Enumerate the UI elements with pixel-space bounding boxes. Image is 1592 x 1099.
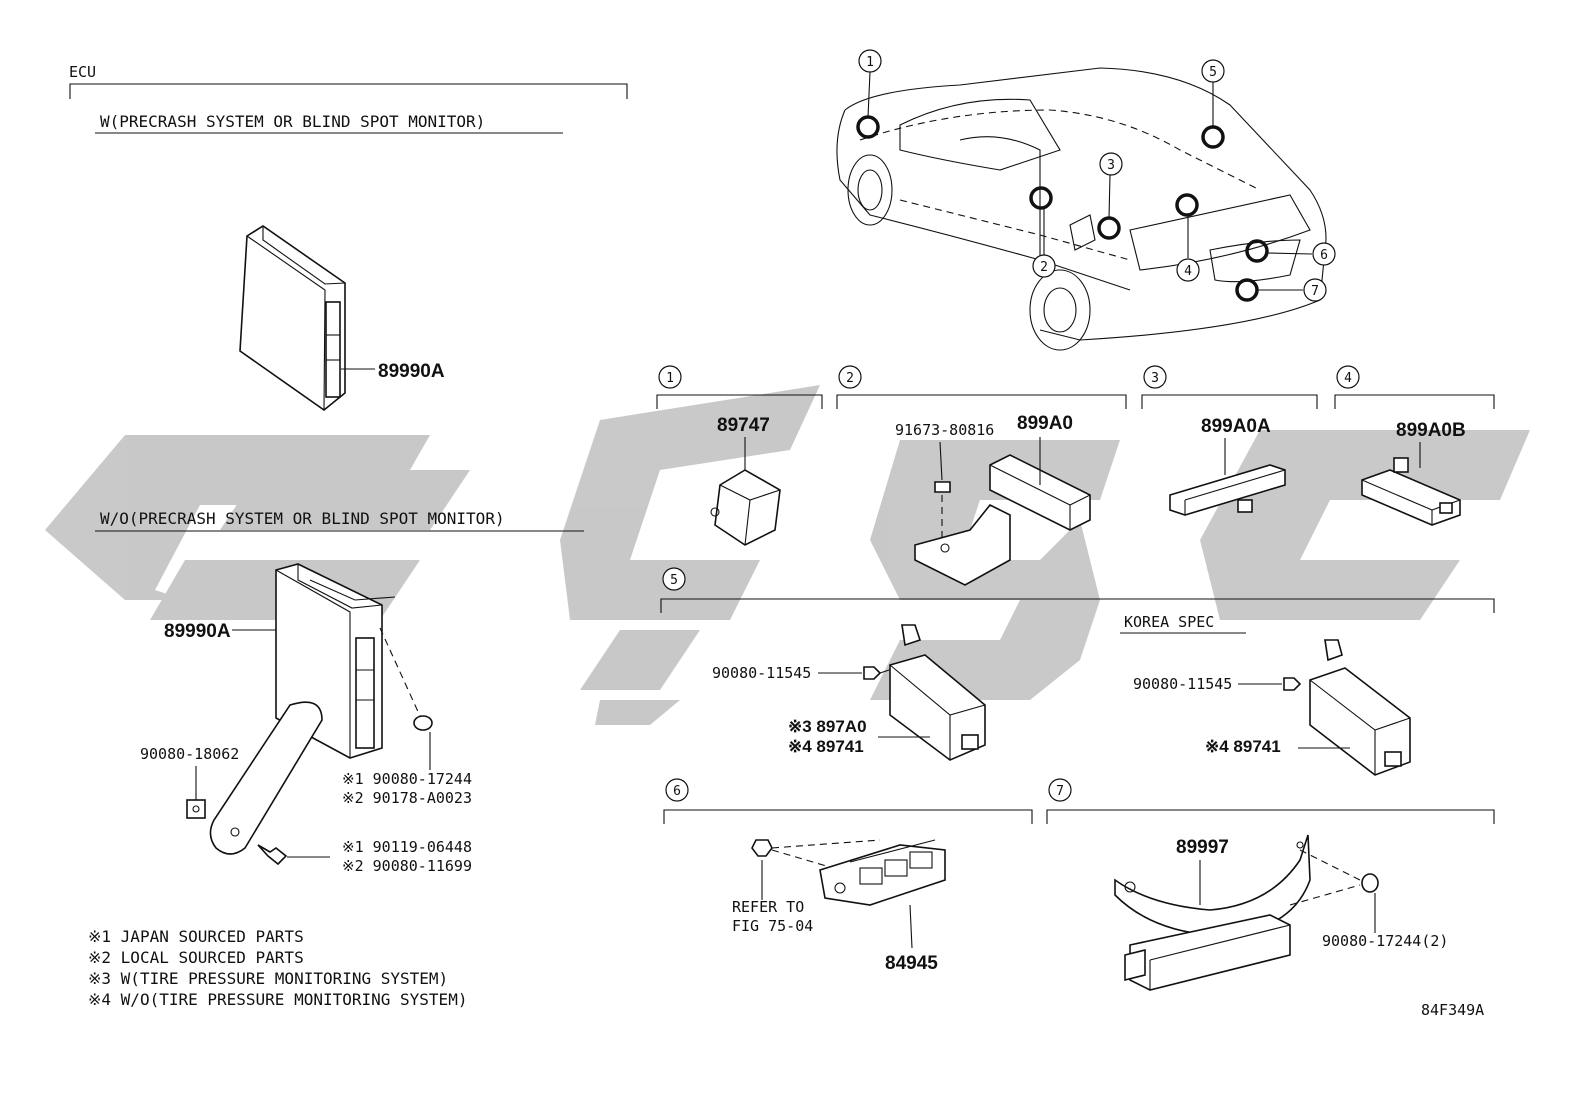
section-5-part-tpms: ※3 897A0	[788, 717, 867, 736]
section-2-bolt-number: 91673-80816	[895, 421, 994, 439]
svg-text:7: 7	[1311, 284, 1319, 299]
note-without-tpms: ※4 W/O(TIRE PRESSURE MONITORING SYSTEM)	[88, 990, 467, 1009]
section-7-nut-number: 90080-17244(2)	[1322, 932, 1448, 950]
korea-bolt-number: 90080-11545	[1133, 675, 1232, 693]
vehicle-overview: 1 2 3 4 5 6 7	[836, 49, 1336, 351]
note-local-sourced: ※2 LOCAL SOURCED PARTS	[88, 948, 304, 967]
with-variant-label: W(PRECRASH SYSTEM OR BLIND SPOT MONITOR)	[100, 112, 485, 131]
ecu-section: ECU W(PRECRASH SYSTEM OR BLIND SPOT MONI…	[69, 63, 628, 134]
car-callout-7: 7	[1303, 278, 1327, 302]
section-4-part-number: 899A0B	[1396, 420, 1466, 441]
section-4: 4 899A0B	[1334, 365, 1495, 526]
section-3-part-number: 899A0A	[1201, 416, 1271, 437]
bolt-japan-part-number: ※1 90119-06448	[342, 838, 472, 856]
section-3-number: 3	[1151, 371, 1159, 386]
refer-to-line: REFER TO	[732, 898, 804, 916]
car-callout-3: 3	[1099, 152, 1123, 176]
section-5-number: 5	[670, 573, 678, 588]
section-3: 3 899A0A	[1141, 365, 1318, 516]
car-callout-6: 6	[1312, 242, 1336, 266]
figure-reference-line: FIG 75-04	[732, 917, 813, 935]
nut-japan-part-number: ※1 90080-17244	[342, 770, 472, 788]
section-6-number: 6	[673, 784, 681, 799]
note-with-tpms: ※3 W(TIRE PRESSURE MONITORING SYSTEM)	[88, 969, 448, 988]
ecu-module-upper: 89990A	[239, 225, 445, 412]
bolt-local-part-number: ※2 90080-11699	[342, 857, 472, 875]
car-callout-5: 5	[1201, 59, 1225, 83]
svg-text:5: 5	[1209, 65, 1217, 80]
section-5-part-no-tpms: ※4 89741	[788, 737, 864, 756]
svg-text:1: 1	[866, 55, 874, 70]
korea-part-number: ※4 89741	[1205, 737, 1281, 756]
svg-text:6: 6	[1320, 248, 1328, 263]
section-2-part-number: 899A0	[1017, 413, 1073, 434]
section-7-part-number: 89997	[1176, 837, 1229, 858]
section-1-part-number: 89747	[717, 415, 770, 436]
bracket-clip-part-number: 90080-18062	[140, 745, 239, 763]
section-6: 6 REFER TO FIG 75-04 84945	[663, 778, 1033, 974]
section-2-number: 2	[846, 371, 854, 386]
section-4-number: 4	[1344, 371, 1352, 386]
note-japan-sourced: ※1 JAPAN SOURCED PARTS	[88, 927, 304, 946]
section-5: 5 90080-11545 ※3 897A0 ※4 89741 KOREA SP…	[660, 567, 1495, 776]
ecu-header: ECU	[69, 63, 96, 81]
ecu-lower-group: W/O(PRECRASH SYSTEM OR BLIND SPOT MONITO…	[95, 509, 584, 875]
section-6-part-number: 84945	[885, 953, 938, 974]
figure-code: 84F349A	[1421, 1001, 1484, 1019]
car-callout-2: 2	[1032, 254, 1056, 278]
svg-text:4: 4	[1184, 264, 1192, 279]
without-variant-label: W/O(PRECRASH SYSTEM OR BLIND SPOT MONITO…	[100, 509, 505, 528]
section-7: 7 89997 90080-17244(2)	[1046, 778, 1495, 991]
section-5-bolt-number: 90080-11545	[712, 664, 811, 682]
section-1-number: 1	[666, 371, 674, 386]
section-2: 2 899A0 91673-80816	[836, 365, 1127, 586]
section-1: 1 89747	[656, 365, 823, 546]
svg-text:3: 3	[1107, 158, 1115, 173]
nut-local-part-number: ※2 90178-A0023	[342, 789, 472, 807]
car-callout-4: 4	[1176, 258, 1200, 282]
svg-text:2: 2	[1040, 260, 1048, 275]
footnotes: ※1 JAPAN SOURCED PARTS ※2 LOCAL SOURCED …	[88, 927, 467, 1009]
korea-spec-label: KOREA SPEC	[1124, 613, 1214, 631]
car-callout-1: 1	[858, 49, 882, 73]
ecu-upper-part-number: 89990A	[378, 361, 445, 382]
ecu-lower-part-number: 89990A	[164, 621, 231, 642]
section-7-number: 7	[1056, 784, 1064, 799]
